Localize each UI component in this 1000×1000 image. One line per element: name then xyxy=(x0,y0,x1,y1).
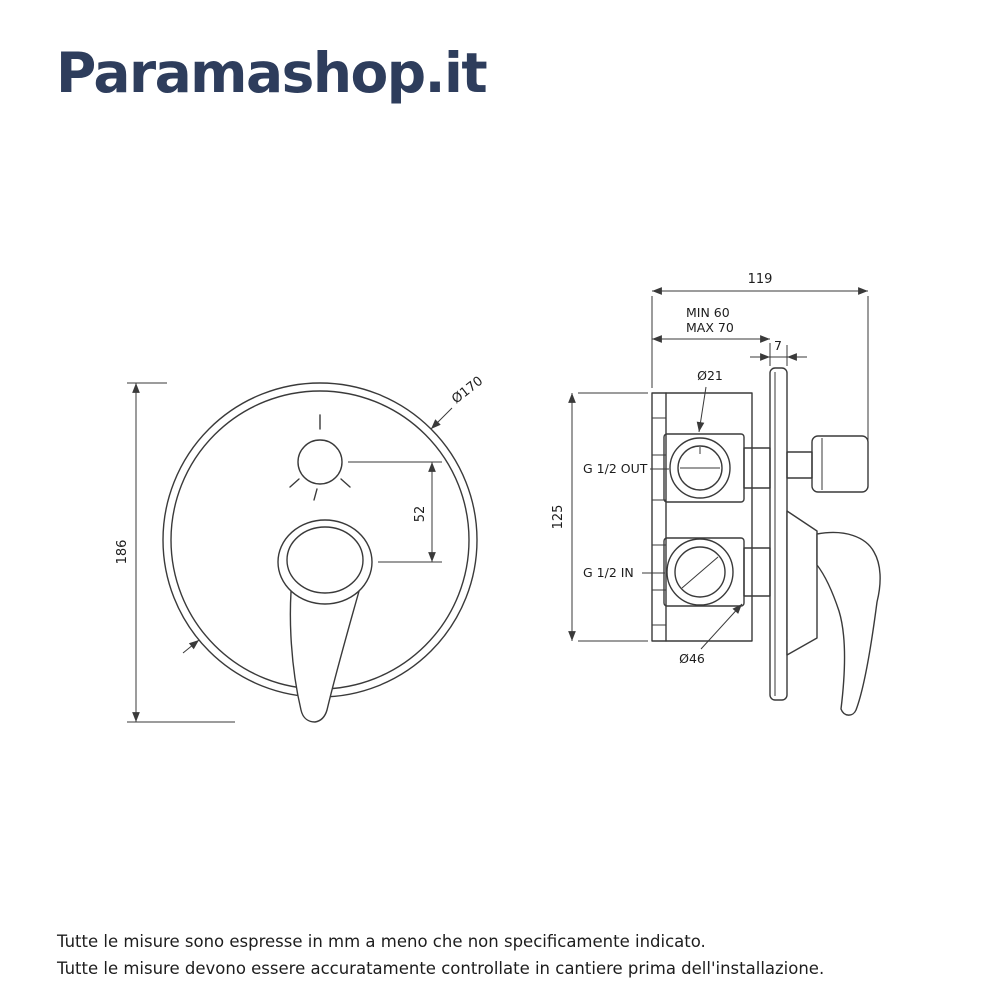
footer-notes: Tutte le misure sono espresse in mm a me… xyxy=(57,929,960,982)
dimension-plate-thickness: 7 xyxy=(750,338,807,366)
front-view: 186 52 Ø170 xyxy=(115,374,486,723)
overall-depth-label: 119 xyxy=(748,272,773,287)
brand-logo: Paramashop.it xyxy=(56,41,488,105)
rosette-diameter-label: Ø46 xyxy=(679,651,705,666)
inlet-port xyxy=(666,538,734,606)
handle-offset-label: 52 xyxy=(413,506,428,523)
plate-thickness-label: 7 xyxy=(774,338,782,353)
plate-diameter-label: Ø170 xyxy=(449,374,486,407)
knob-tick-left xyxy=(289,478,300,488)
diverter-knob-side xyxy=(811,435,869,493)
dimension-recess-depth: MIN 60 MAX 70 xyxy=(652,305,771,366)
dimension-overall-height: 186 xyxy=(115,382,235,723)
knob-tick-right xyxy=(340,478,351,488)
body-height-label: 125 xyxy=(551,505,566,530)
dimension-overall-depth: 119 xyxy=(651,272,869,450)
outlet-port-inner xyxy=(677,445,723,491)
callout-outlet: G 1/2 OUT xyxy=(583,461,669,476)
callout-plate-diameter: Ø170 xyxy=(430,374,486,430)
footer-note-check: Tutte le misure devono essere accuratame… xyxy=(57,958,825,978)
callout-rosette-diameter: Ø46 xyxy=(679,603,743,666)
dimension-body-height: 125 xyxy=(551,392,648,642)
wall-plate xyxy=(769,367,788,701)
handle-base-inner xyxy=(286,526,364,594)
diverter-knob xyxy=(297,439,343,485)
diverter-stem xyxy=(786,451,813,479)
inlet-label: G 1/2 IN xyxy=(583,565,634,580)
inlet-slot xyxy=(681,556,719,589)
recess-max-label: MAX 70 xyxy=(686,320,734,335)
valve-body xyxy=(651,392,753,642)
recess-min-label: MIN 60 xyxy=(686,305,730,320)
footer-note-units: Tutte le misure sono espresse in mm a me… xyxy=(57,932,706,951)
inlet-port-inner xyxy=(674,546,726,598)
dimension-handle-offset: 52 xyxy=(348,461,442,563)
side-view: 119 MIN 60 MAX 70 7 Ø21 xyxy=(551,272,881,716)
cartridge xyxy=(743,547,771,597)
callout-inlet: G 1/2 IN xyxy=(583,565,665,580)
inlet-housing xyxy=(663,537,745,607)
handle-lever-side xyxy=(816,531,881,716)
callout-connection-diameter: Ø21 xyxy=(696,368,723,433)
outlet-connector xyxy=(743,447,771,489)
handle-lever xyxy=(289,569,362,723)
outlet-label: G 1/2 OUT xyxy=(583,461,648,476)
rim-leader-arrow xyxy=(182,639,200,654)
handle-base xyxy=(277,519,373,605)
outlet-port xyxy=(669,437,731,499)
connection-diameter-label: Ø21 xyxy=(697,368,723,383)
overall-height-label: 186 xyxy=(115,540,130,565)
knob-tick-bottom xyxy=(313,488,318,501)
handle-escutcheon xyxy=(786,510,818,656)
